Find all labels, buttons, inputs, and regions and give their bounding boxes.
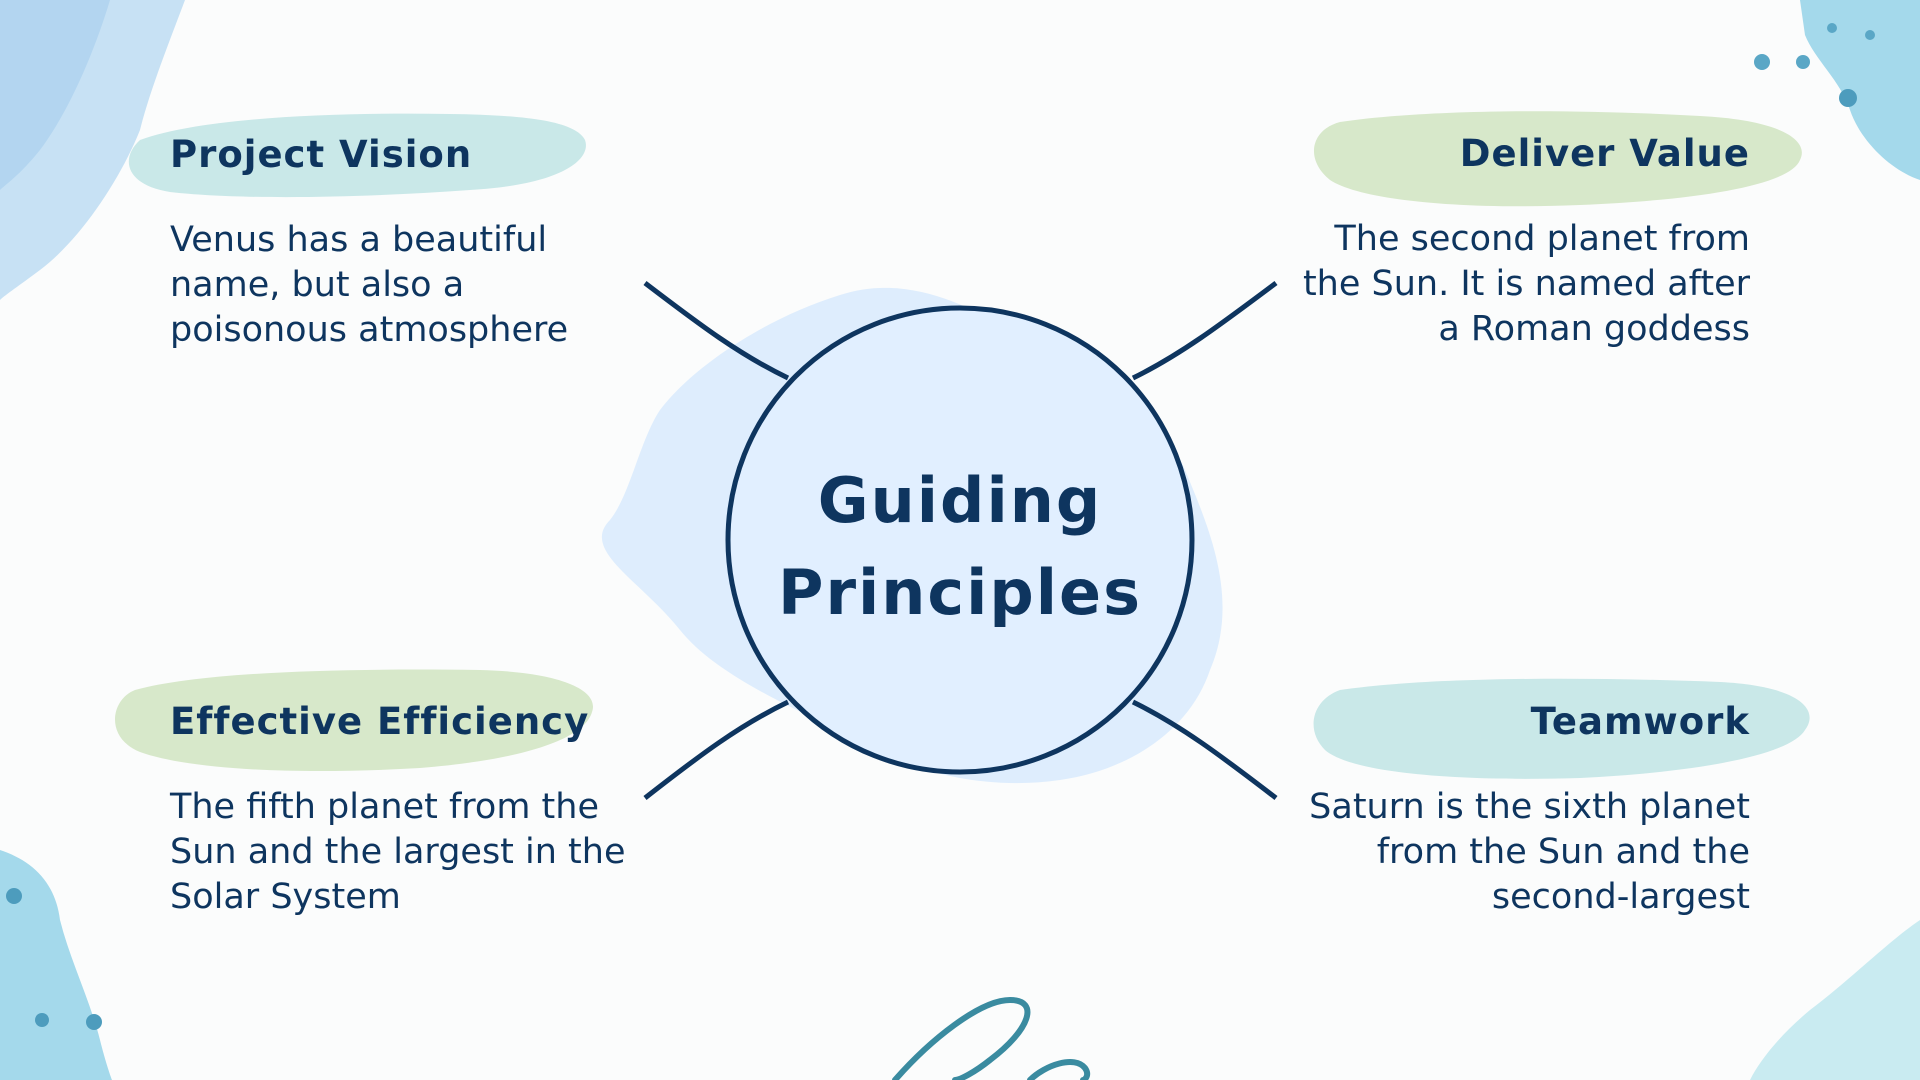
connector-line-top-left bbox=[643, 281, 790, 381]
bottom-left-watercolor-splash bbox=[0, 850, 112, 1080]
principle-block-teamwork: Teamwork Saturn is the sixth planet from… bbox=[1290, 699, 1750, 920]
principle-description: Saturn is the sixth planet from the Sun … bbox=[1309, 787, 1750, 917]
principle-title: Effective Efficiency bbox=[170, 700, 590, 743]
principle-title: Project Vision bbox=[170, 133, 473, 176]
principle-description: The second planet from the Sun. It is na… bbox=[1302, 219, 1750, 349]
top-left-watercolor-splash bbox=[0, 0, 185, 300]
brush-stroke-top-right bbox=[1313, 111, 1802, 207]
principle-block-effective-efficiency: Effective Efficiency The fifth planet fr… bbox=[170, 699, 630, 920]
bottom-right-watercolor-splash bbox=[1750, 920, 1920, 1080]
center-circle bbox=[725, 305, 1195, 775]
bottom-left-splash-dot bbox=[35, 1013, 49, 1027]
brush-stroke-bottom-right bbox=[1313, 678, 1810, 779]
center-title-line-2: Principles bbox=[778, 556, 1142, 629]
principle-description: The fifth planet from the Sun and the la… bbox=[170, 787, 626, 917]
top-right-splash-dot bbox=[1796, 55, 1810, 69]
connector-line-bottom-left bbox=[643, 699, 790, 800]
principle-block-deliver-value: Deliver Value The second planet from the… bbox=[1290, 131, 1750, 352]
principle-title: Teamwork bbox=[1530, 700, 1750, 743]
top-right-splash-dot bbox=[1754, 54, 1770, 70]
top-right-splash-dot bbox=[1865, 30, 1875, 40]
principle-block-project-vision: Project Vision Venus has a beautiful nam… bbox=[170, 132, 630, 353]
bottom-left-splash-dot bbox=[86, 1014, 102, 1030]
connector-line-bottom-right bbox=[1131, 699, 1278, 800]
brush-stroke-bottom-left bbox=[115, 669, 594, 772]
top-right-splash-dot bbox=[1839, 89, 1857, 107]
top-right-watercolor-splash bbox=[1800, 0, 1920, 180]
principle-description: Venus has a beautiful name, but also a p… bbox=[170, 220, 569, 350]
bottom-swirl-decoration bbox=[892, 996, 1091, 1080]
bottom-left-splash-dot bbox=[6, 888, 22, 904]
principle-title: Deliver Value bbox=[1459, 132, 1750, 175]
center-title: Guiding Principles bbox=[730, 455, 1190, 639]
brush-stroke-top-left bbox=[128, 113, 586, 198]
top-right-splash-dot bbox=[1827, 23, 1837, 33]
top-left-watercolor-splash-inner bbox=[0, 0, 110, 190]
connector-line-top-right bbox=[1131, 280, 1278, 381]
center-title-line-1: Guiding bbox=[817, 464, 1103, 537]
